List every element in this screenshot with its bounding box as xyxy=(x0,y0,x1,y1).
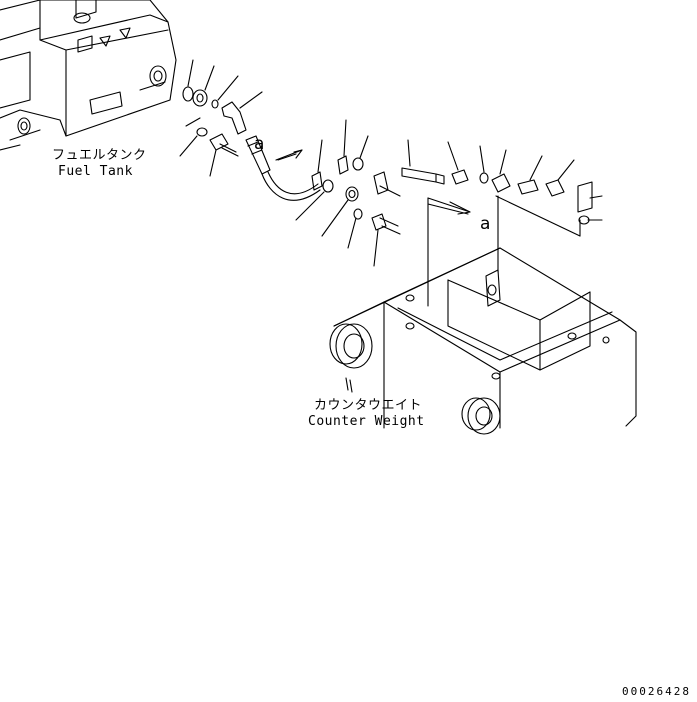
fuel-tank-label-jp: フュエルタンク xyxy=(52,148,147,163)
counter-weight xyxy=(329,247,637,435)
tank-fittings xyxy=(179,59,263,177)
fuel-tank xyxy=(0,0,177,151)
right-fittings xyxy=(401,139,603,307)
clamp-parts xyxy=(295,119,401,267)
callout-a-upper: a xyxy=(254,134,265,154)
callout-arrows xyxy=(277,153,469,215)
callout-a-lower: a xyxy=(480,214,491,234)
counter-weight-label-en: Counter Weight xyxy=(308,414,425,429)
fuel-tank-label-en: Fuel Tank xyxy=(58,164,133,179)
drawing-code: 00026428 xyxy=(622,685,691,698)
fuel-hose xyxy=(245,135,321,201)
counter-weight-label-jp: カウンタウエイト xyxy=(314,398,423,413)
